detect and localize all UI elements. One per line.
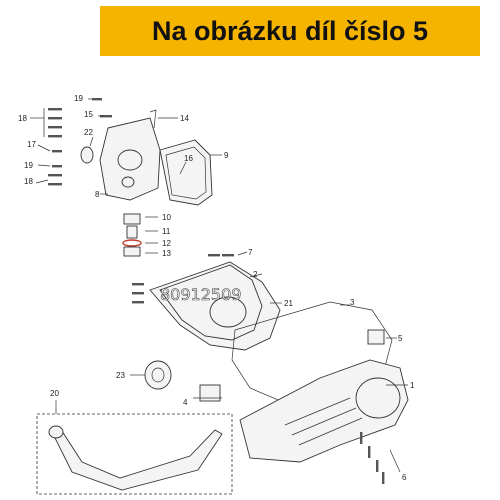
callout-6: 6 (402, 473, 407, 482)
callout-23: 23 (116, 371, 125, 380)
leader-lines (30, 98, 408, 473)
part-8-bore (117, 149, 143, 171)
part-number-watermark: 80912509 (160, 285, 241, 304)
part-23-ring-inner (151, 367, 165, 383)
title-banner: Na obrázku díl číslo 5 (100, 6, 480, 56)
callout-3: 3 (350, 298, 355, 307)
callout-9: 9 (224, 151, 229, 160)
callout-11: 11 (162, 227, 171, 236)
part-20-group-box (36, 413, 233, 495)
callout-14: 14 (180, 114, 189, 123)
part-19-bolt-lower (52, 165, 62, 168)
part-22-seal (80, 146, 94, 164)
title-text: Na obrázku díl číslo 5 (151, 15, 429, 46)
callout-18-lower: 18 (24, 177, 33, 186)
callout-15: 15 (84, 110, 93, 119)
part-10-filter (123, 213, 141, 225)
callout-2: 2 (253, 270, 258, 279)
part-9-gasket (159, 139, 213, 206)
part-6-bolts (360, 432, 385, 484)
part-5-clip (367, 329, 385, 345)
callout-20: 20 (50, 389, 59, 398)
callout-7: 7 (248, 248, 253, 257)
part-20-intake-duct (51, 427, 223, 491)
part-15-bolt (100, 115, 112, 118)
callout-4: 4 (183, 398, 188, 407)
part-2-left-bolts (132, 283, 144, 304)
part-1-cover-ribs (284, 397, 363, 446)
callout-22: 22 (84, 128, 93, 137)
part-19-bolt-upper (92, 98, 102, 101)
callout-16: 16 (184, 154, 193, 163)
callout-21: 21 (284, 299, 293, 308)
callout-12: 12 (162, 239, 171, 248)
part-8-boss (121, 176, 135, 188)
part-13-plug (123, 246, 141, 257)
callout-8: 8 (95, 190, 100, 199)
part-4-bracket (199, 384, 221, 402)
part-17-bolt (52, 150, 62, 153)
part-18-bolts (48, 108, 62, 186)
callout-19-upper: 19 (74, 94, 83, 103)
callout-1: 1 (410, 381, 415, 390)
part-23-ring (144, 360, 172, 390)
part-12-o-ring (122, 239, 142, 247)
part-14-dipstick (149, 109, 157, 129)
callout-18-upper: 18 (18, 114, 27, 123)
callout-19-lower: 19 (24, 161, 33, 170)
callout-5: 5 (398, 334, 403, 343)
part-2-pulley-seat (209, 296, 247, 328)
callout-17: 17 (27, 140, 36, 149)
part-9-inner-edge (165, 146, 207, 200)
part-7-bolts (208, 254, 234, 257)
part-1-cover-dome (355, 377, 401, 419)
callout-13: 13 (162, 249, 171, 258)
callout-10: 10 (162, 213, 171, 222)
part-20-duct-end (48, 425, 64, 439)
part-11-spring (126, 225, 138, 239)
